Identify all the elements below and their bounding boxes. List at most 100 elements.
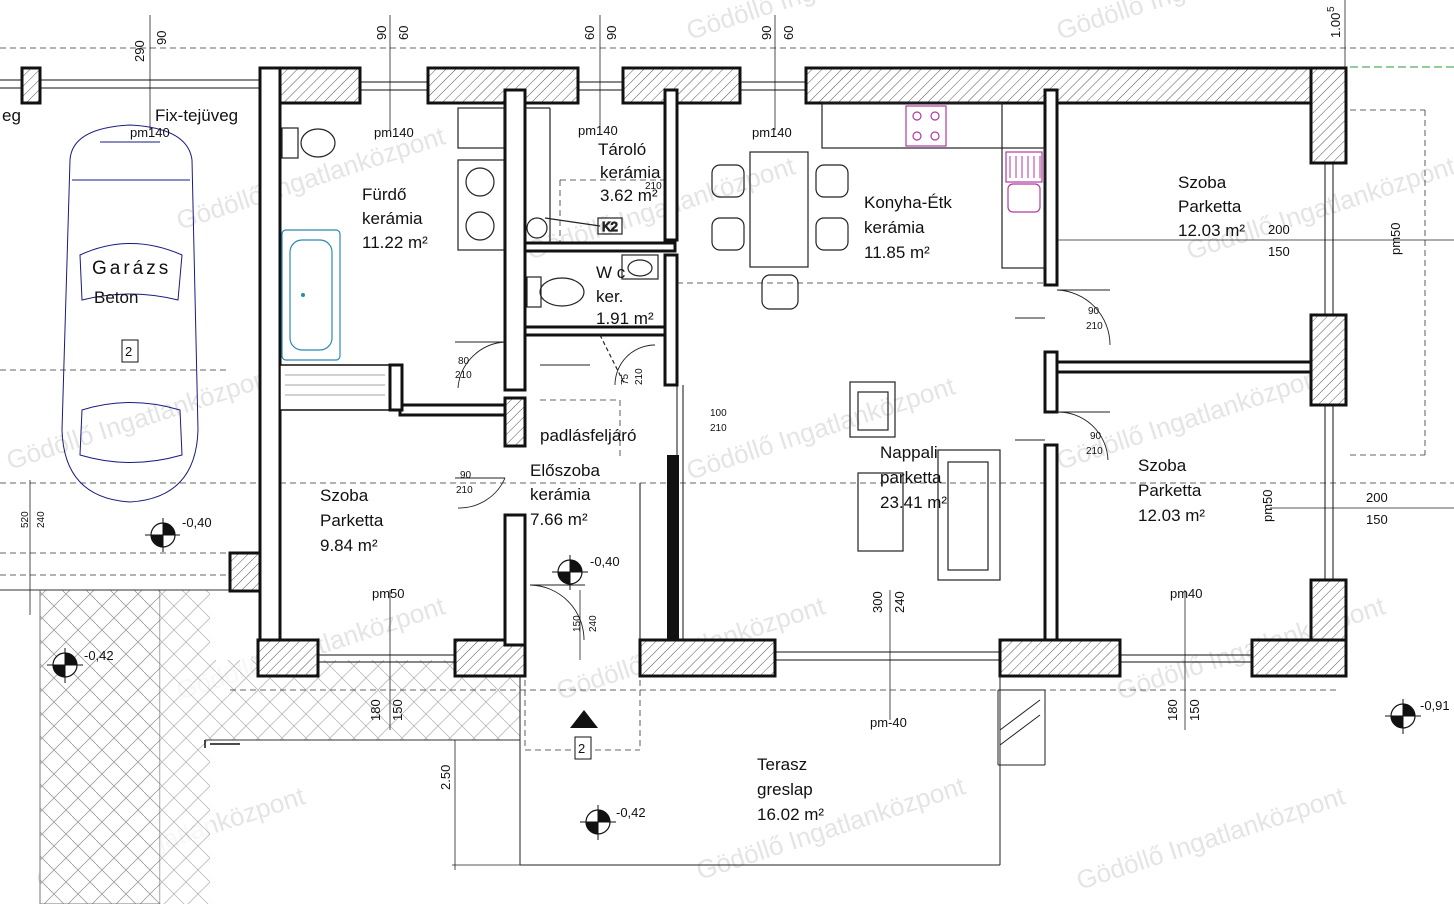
dim-text: 1.00	[1328, 13, 1343, 38]
room-material: Beton	[94, 288, 138, 307]
room-material: Parketta	[1178, 197, 1242, 216]
coffee-table-icon	[857, 472, 904, 552]
door-mark: 210	[645, 181, 662, 192]
room-name: Tároló	[598, 140, 646, 159]
section-tag	[574, 736, 592, 760]
window-mark: pm140	[374, 125, 414, 140]
room-area: 11.85 m²	[864, 243, 930, 262]
dining-table-icon	[749, 151, 809, 268]
room-name: Szoba	[1138, 456, 1187, 475]
dim-text: 180	[1165, 699, 1180, 721]
room-material: ker.	[596, 287, 623, 306]
grid-axes	[0, 47, 1454, 751]
dim-text: 150	[390, 699, 405, 721]
room-name: Konyha-Étk	[864, 193, 952, 212]
watermark-layer: Gödöllő Ingatlanközpont Gödöllő Ingatlan…	[3, 0, 1454, 896]
dim-text: 240	[588, 615, 599, 632]
dim-text: 90	[604, 26, 619, 40]
room-furdo: Fürdő kerámia 11.22 m²	[362, 185, 428, 252]
watermark-text: Gödöllő Ingatlanközpont	[1053, 360, 1330, 475]
room-name: Terasz	[757, 755, 807, 774]
dim-text: 150	[1187, 699, 1202, 721]
wc-sink-icon	[621, 254, 659, 280]
level-label: -0,91	[1420, 698, 1450, 713]
door-mark: 210	[455, 370, 472, 381]
room-area: 16.02 m²	[757, 805, 824, 824]
dim-text: 240	[892, 591, 907, 613]
dim-text: 520	[20, 511, 31, 528]
level-marker	[552, 555, 588, 590]
garage-tag	[121, 339, 139, 363]
door-mark: 210	[1086, 321, 1103, 332]
stove-icon	[905, 105, 947, 147]
living-fixtures	[849, 381, 1001, 581]
room-terasz: Terasz greslap 16.02 m²	[757, 755, 824, 824]
room-name: Nappali	[880, 443, 938, 462]
dim-text: 240	[36, 511, 47, 528]
room-area: 3.62 m²	[600, 186, 658, 205]
sink-icon	[465, 211, 495, 241]
door-mark: 100	[710, 408, 727, 419]
room-material: kerámia	[530, 485, 591, 504]
terrace-outline	[519, 676, 1046, 866]
bathroom-fixtures	[281, 107, 505, 361]
door-mark: 210	[456, 485, 473, 496]
room-material: kerámia	[600, 163, 661, 182]
walls	[228, 66, 1348, 678]
section-label: 2	[578, 741, 585, 756]
level-label: -0,42	[616, 805, 646, 820]
door-marks: 210 80 210 75 210 100 210 90 210 90 210 …	[455, 181, 1103, 496]
sofa-icon	[937, 449, 1001, 581]
bathtub-icon	[281, 229, 341, 361]
chair-icon	[711, 164, 745, 198]
washer-icon	[457, 107, 505, 149]
room-name: Fürdő	[362, 185, 406, 204]
toilet-tank-icon	[526, 276, 542, 308]
dim-text: 60	[781, 26, 796, 40]
garage-pillar	[20, 66, 42, 105]
door-mark: 75	[620, 373, 631, 385]
dim-text: 60	[396, 26, 411, 40]
entrance-arrow-icon	[570, 710, 598, 728]
door-mark: 90	[460, 470, 472, 481]
chair-icon	[815, 164, 849, 198]
room-material: parketta	[880, 468, 942, 487]
garage-tag-label: 2	[125, 344, 132, 359]
sink-icon	[465, 167, 495, 197]
room-material: Parketta	[1138, 481, 1202, 500]
door-mark: 90	[1088, 306, 1100, 317]
room-area: 1.91 m²	[596, 309, 654, 328]
room-garazs: Garázs Beton	[92, 258, 168, 307]
kitchen-fixtures	[711, 102, 1046, 310]
window-mark: pm40	[1170, 586, 1203, 601]
room-eloszoba: Előszoba kerámia 7.66 m²	[530, 461, 600, 529]
watermark-text: Gödöllő Ingatlanközpont	[1073, 780, 1350, 895]
room-material: kerámia	[864, 218, 925, 237]
room-area: 23.41 m²	[880, 493, 947, 512]
dim-text: 290	[132, 40, 147, 62]
toilet-icon	[539, 277, 585, 307]
door-swings	[455, 289, 1111, 641]
car-icon	[61, 124, 199, 503]
level-label: -0,40	[590, 554, 620, 569]
toilet-tank-icon	[281, 127, 299, 159]
level-label: -0,40	[182, 515, 212, 530]
room-name: Szoba	[1178, 173, 1227, 192]
level-marker	[145, 518, 180, 552]
sink-drainboard	[1009, 156, 1041, 178]
room-area: 12.03 m²	[1178, 221, 1245, 240]
room-name: Előszoba	[530, 461, 600, 480]
room-material: Parketta	[320, 511, 384, 530]
room-name: Szoba	[320, 486, 369, 505]
window-mark: pm50	[372, 586, 405, 601]
chair-icon	[711, 217, 745, 251]
watermark-text: Gödöllő Ingatlanközpont	[3, 360, 280, 475]
room-szoba-sw: Szoba Parketta 9.84 m²	[320, 486, 384, 555]
window-mark: pm-40	[870, 715, 907, 730]
edge-label: eg	[2, 106, 21, 125]
room-nappali: Nappali parketta 23.41 m²	[880, 443, 947, 512]
door-mark: 210	[710, 423, 727, 434]
window-mark: pm140	[130, 125, 170, 140]
chair-icon	[761, 274, 799, 310]
room-area: 7.66 m²	[530, 510, 588, 529]
